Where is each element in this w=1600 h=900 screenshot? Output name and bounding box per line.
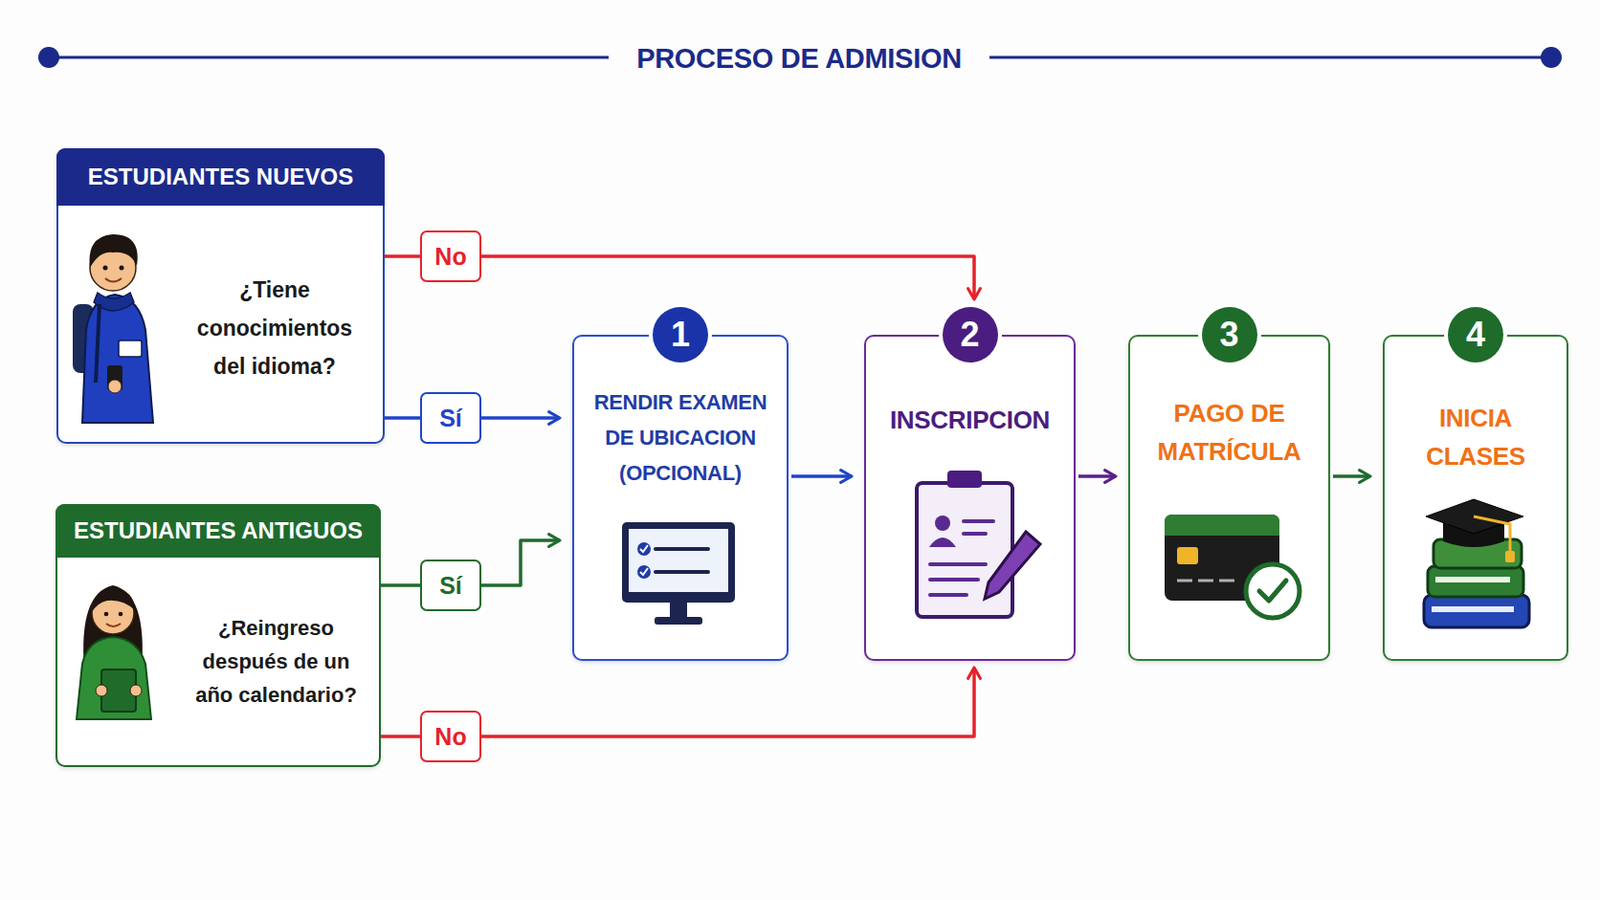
card-digits — [1198, 579, 1214, 583]
question-text: ¿Tiene conocimientos del idioma? — [189, 270, 360, 386]
step-label: RENDIR EXAMEN DE UBICACION (OPCIONAL) — [585, 384, 776, 491]
face — [91, 592, 134, 635]
check-circle — [1245, 564, 1300, 619]
book — [101, 669, 136, 712]
flow-arrow — [1333, 474, 1371, 479]
form-line — [930, 593, 967, 598]
book-pages — [1431, 606, 1514, 613]
group-header: ESTUDIANTES ANTIGUOS — [55, 504, 381, 558]
form-line — [963, 519, 994, 524]
card-band — [1164, 514, 1280, 536]
decision-answer: No — [420, 711, 482, 763]
clipboard — [916, 483, 1013, 618]
smile — [106, 623, 121, 627]
flow-arrow — [791, 474, 852, 479]
hoodie-body — [82, 294, 154, 423]
backpack — [72, 304, 94, 374]
hand — [95, 685, 108, 697]
eye — [104, 612, 110, 618]
diagram-title: PROCESO DE ADMISION — [608, 38, 990, 79]
book — [1423, 595, 1530, 628]
check-mark — [1259, 580, 1287, 601]
phone — [107, 365, 123, 391]
step-number: 4 — [1447, 307, 1504, 363]
card-digits — [1177, 579, 1193, 583]
card-digits — [1219, 579, 1235, 583]
monitor-screen — [628, 529, 729, 593]
hand — [130, 685, 142, 697]
smile — [105, 278, 122, 283]
form-line — [930, 562, 986, 567]
eye — [119, 266, 125, 271]
decision-group-box: ESTUDIANTES ANTIGUOS ¿Reingreso después d… — [55, 504, 381, 768]
list-line — [655, 547, 709, 552]
eye — [118, 612, 124, 618]
decision-answer: Sí — [420, 392, 482, 445]
monitor-base — [654, 617, 703, 625]
backpack-strap — [95, 304, 100, 383]
hand — [108, 379, 122, 394]
clipboard-clip — [947, 470, 982, 489]
step-number: 3 — [1201, 307, 1258, 363]
form-line — [930, 577, 978, 582]
process-step-box: 3PAGO DE MATRÍCULA — [1128, 334, 1331, 662]
person-icon — [934, 515, 951, 532]
badge — [118, 340, 142, 357]
card-chip — [1177, 547, 1199, 565]
form-line — [963, 532, 986, 536]
step-label: INICIA CLASES — [1396, 399, 1556, 476]
group-header: ESTUDIANTES NUEVOS — [56, 148, 385, 206]
check-dot — [637, 542, 651, 556]
eye — [103, 266, 109, 271]
shirt — [76, 637, 152, 720]
hood — [93, 292, 134, 312]
person-icon — [929, 537, 956, 548]
decision-group-box: ESTUDIANTES NUEVOS ¿Tiene conocimientos d… — [56, 148, 385, 445]
flow-arrow — [380, 540, 560, 586]
monitor-stand — [669, 602, 688, 619]
grad-cap — [1443, 522, 1505, 548]
book-pages — [1435, 577, 1511, 583]
flow-arrow — [380, 667, 975, 737]
check-mark — [640, 568, 648, 576]
tassel — [1505, 551, 1515, 563]
decision-answer: Sí — [420, 559, 482, 612]
title-rule — [989, 56, 1552, 60]
check-mark — [640, 545, 648, 553]
step-label: PAGO DE MATRÍCULA — [1141, 394, 1317, 471]
face — [89, 244, 136, 291]
step-number: 2 — [942, 307, 999, 363]
book — [1427, 566, 1524, 598]
grad-cap — [1425, 499, 1524, 534]
question-text: ¿Reingreso después de un año calendario? — [187, 611, 365, 712]
process-step-box: 4INICIA CLASES — [1382, 334, 1569, 662]
pencil — [984, 532, 1041, 600]
flow-arrow — [1078, 474, 1116, 479]
bangs — [91, 589, 135, 613]
list-line — [655, 570, 709, 575]
book — [1433, 539, 1522, 569]
check-dot — [637, 565, 651, 579]
tassel — [1473, 516, 1511, 554]
decision-answer: No — [420, 230, 482, 283]
step-label: INSCRIPCION — [877, 403, 1063, 437]
title-dot — [1540, 46, 1562, 68]
card — [1164, 514, 1280, 601]
process-step-box: 2INSCRIPCION — [864, 334, 1076, 662]
monitor-frame — [622, 522, 735, 603]
title-rule — [48, 56, 609, 60]
hair — [89, 234, 138, 268]
title-dot — [38, 46, 60, 68]
flow-arrow — [384, 416, 560, 421]
flow-arrow — [384, 256, 975, 300]
hair — [83, 585, 143, 670]
process-step-box: 1RENDIR EXAMEN DE UBICACION (OPCIONAL) — [572, 334, 789, 662]
step-number: 1 — [652, 307, 709, 363]
